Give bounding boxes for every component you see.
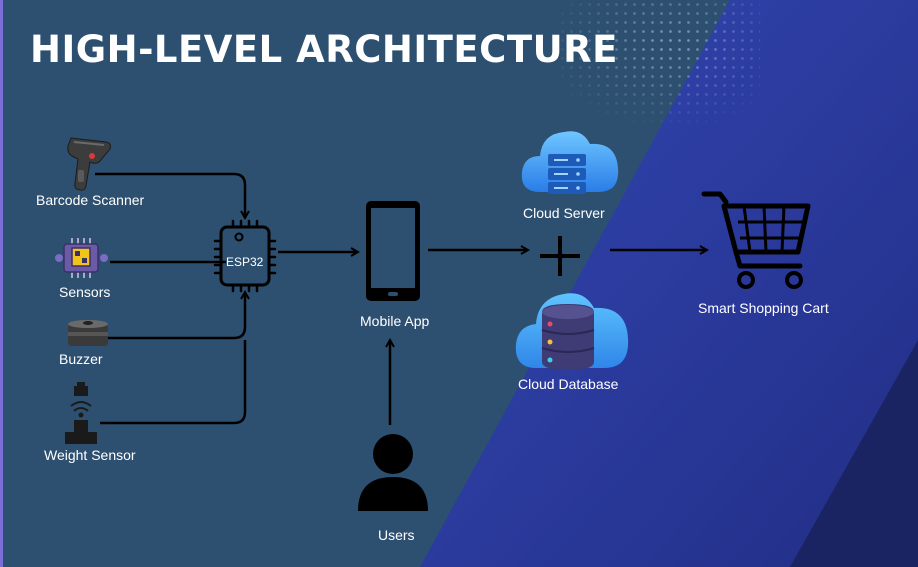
- barcode-scanner-label: Barcode Scanner: [36, 192, 145, 208]
- scanner-to-esp32-line: [95, 172, 245, 218]
- buzzer-icon: [68, 320, 108, 346]
- cloud-database-label: Cloud Database: [518, 376, 619, 392]
- smart-cart-label: Smart Shopping Cart: [698, 300, 829, 316]
- cloud-database-icon: [515, 293, 629, 370]
- weight-sensor-label: Weight Sensor: [44, 447, 136, 463]
- sensors-label: Sensors: [59, 284, 111, 300]
- weight-sensor-icon: [65, 382, 97, 444]
- plus-icon: [540, 236, 580, 276]
- left-border: [0, 0, 3, 567]
- diagonal-band: [420, 0, 918, 567]
- user-icon: [358, 434, 428, 511]
- cloud-server-label: Cloud Server: [523, 205, 605, 221]
- dark-corner-band: [790, 340, 918, 567]
- cloud-server-icon: [521, 131, 619, 194]
- shopping-cart-icon: [701, 191, 811, 289]
- buzzer-to-esp32-line: [108, 292, 245, 340]
- barcode-scanner-icon: [67, 137, 111, 191]
- smartphone-icon: [366, 201, 420, 301]
- weight-to-esp32-line: [100, 340, 247, 425]
- sensor-chip-icon: [55, 238, 108, 278]
- mobile-app-label: Mobile App: [360, 313, 430, 329]
- esp32-label: ESP32: [226, 255, 264, 269]
- users-label: Users: [378, 527, 415, 543]
- halftone-dots: [560, 0, 760, 130]
- page-title: HIGH-LEVEL ARCHITECTURE: [30, 28, 618, 71]
- buzzer-label: Buzzer: [59, 351, 103, 367]
- microcontroller-icon: [213, 219, 277, 293]
